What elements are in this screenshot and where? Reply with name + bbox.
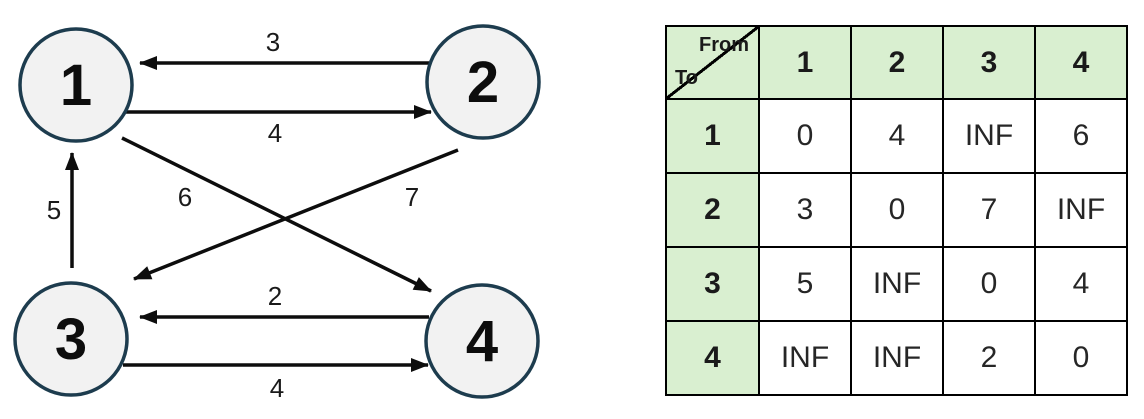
table-row: 1 0 4 INF 6 — [665, 98, 1128, 174]
matrix-cell: INF — [850, 320, 944, 396]
node-label: 1 — [60, 53, 92, 118]
graph-node-1: 1 — [18, 27, 134, 143]
edge-4-to-3: 2 — [139, 281, 429, 324]
edge-weight-label: 4 — [270, 373, 284, 403]
graph-node-2: 2 — [425, 24, 541, 140]
table-row: 2 3 0 7 INF — [665, 172, 1128, 248]
edge-2-to-3: 7 — [133, 148, 459, 281]
col-header-3: 3 — [942, 25, 1036, 100]
matrix-cell: 0 — [850, 172, 944, 248]
row-header-3: 3 — [665, 246, 760, 322]
edge-1-to-4: 6 — [121, 136, 432, 293]
table-row: 3 5 INF 0 4 — [665, 246, 1128, 322]
row-header-4: 4 — [665, 320, 760, 396]
edge-weight-label: 6 — [178, 182, 192, 212]
matrix-cell: 4 — [850, 98, 944, 174]
edge-weight-label: 2 — [268, 281, 282, 311]
table-row: 4 INF INF 2 0 — [665, 320, 1128, 396]
edge-3-to-4: 4 — [123, 358, 429, 403]
adjacency-matrix: From To 1 2 3 4 1 0 4 INF 6 2 3 0 7 INF — [665, 25, 1128, 396]
matrix-cell: INF — [758, 320, 852, 396]
matrix-cell: 3 — [758, 172, 852, 248]
edge-weight-label: 3 — [266, 27, 280, 57]
node-label: 4 — [466, 309, 498, 374]
weighted-digraph: 3 4 5 6 7 2 4 — [13, 24, 541, 403]
matrix-cell: INF — [1034, 172, 1128, 248]
edge-weight-label: 5 — [47, 195, 61, 225]
edge-3-to-1: 5 — [47, 152, 79, 268]
edge-1-to-2: 4 — [126, 105, 432, 148]
matrix-cell: 0 — [758, 98, 852, 174]
row-header-1: 1 — [665, 98, 760, 174]
matrix-cell: INF — [850, 246, 944, 322]
matrix-cell: 5 — [758, 246, 852, 322]
matrix-cell: 2 — [942, 320, 1036, 396]
matrix-cell: 6 — [1034, 98, 1128, 174]
matrix-cell: 7 — [942, 172, 1036, 248]
col-header-2: 2 — [850, 25, 944, 100]
col-header-4: 4 — [1034, 25, 1128, 100]
node-label: 2 — [467, 50, 499, 115]
matrix-cell: 4 — [1034, 246, 1128, 322]
matrix-cell: 0 — [942, 246, 1036, 322]
graph-node-3: 3 — [13, 281, 129, 397]
matrix-cell: INF — [942, 98, 1036, 174]
edge-weight-label: 4 — [268, 118, 282, 148]
row-header-2: 2 — [665, 172, 760, 248]
edge-weight-label: 7 — [405, 182, 419, 212]
edge-2-to-1: 3 — [139, 27, 429, 70]
corner-to-label: To — [675, 67, 698, 89]
corner-from-label: From — [699, 34, 749, 56]
col-header-1: 1 — [758, 25, 852, 100]
node-label: 3 — [55, 307, 87, 372]
from-to-corner-cell: From To — [665, 25, 760, 100]
graph-node-4: 4 — [424, 283, 540, 399]
matrix-cell: 0 — [1034, 320, 1128, 396]
